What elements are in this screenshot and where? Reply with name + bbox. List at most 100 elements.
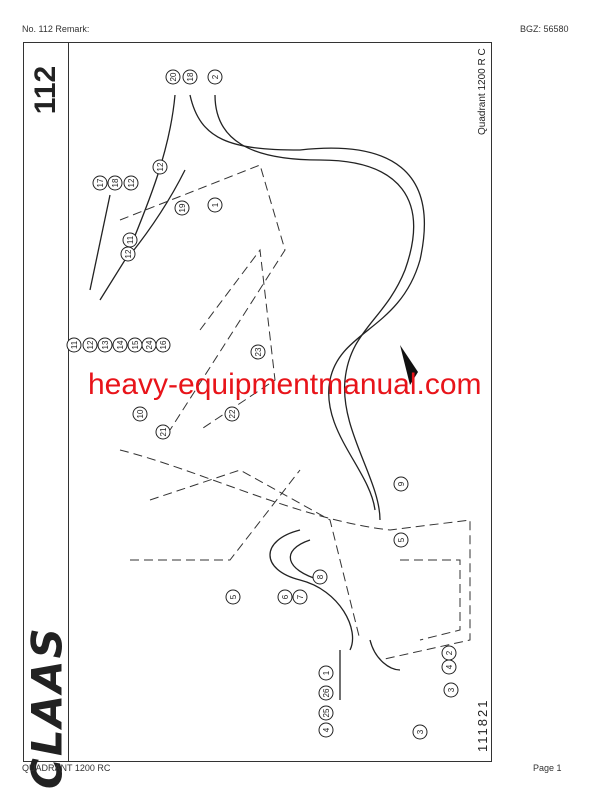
callout-number: 24 <box>145 340 154 349</box>
callout-number: 1 <box>211 202 220 207</box>
callout-2: 2 <box>441 645 457 661</box>
drawing-frame: 112 CLAAS <box>23 42 492 789</box>
callout-circle <box>312 569 328 585</box>
callout-circle <box>318 705 334 721</box>
callout-1: 1 <box>318 665 334 681</box>
header-left: No. 112 Remark: <box>22 24 90 34</box>
callout-circle <box>277 589 293 605</box>
callout-number: 6 <box>281 594 290 599</box>
callout-number: 16 <box>159 340 168 349</box>
callout-number: 15 <box>131 340 140 349</box>
callout-number: 3 <box>416 729 425 734</box>
callout-circle <box>66 337 82 353</box>
callout-circle <box>224 406 240 422</box>
watermark: heavy-equipmentmanual.com <box>88 368 482 401</box>
callout-number: 4 <box>445 664 454 669</box>
callout-21: 21 <box>155 424 171 440</box>
callout-number: 2 <box>445 650 454 655</box>
callout-number: 10 <box>136 409 145 418</box>
callout-number: 4 <box>322 727 331 732</box>
callout-number: 17 <box>96 178 105 187</box>
callout-number: 8 <box>316 574 325 579</box>
callout-number: 13 <box>101 340 110 349</box>
title-column: 112 CLAAS <box>23 43 72 789</box>
callout-circle <box>92 175 108 191</box>
callout-1: 1 <box>207 197 223 213</box>
callout-number: 12 <box>127 178 136 187</box>
callout-circle <box>165 69 181 85</box>
callout-number: 21 <box>159 427 168 436</box>
callout-circle <box>107 175 123 191</box>
callout-12: 12 <box>120 246 136 262</box>
callout-19: 19 <box>174 200 190 216</box>
callout-number: 22 <box>228 409 237 418</box>
callout-23: 23 <box>250 344 266 360</box>
callout-5: 5 <box>225 589 241 605</box>
callout-number: 18 <box>186 72 195 81</box>
callout-circle <box>112 337 128 353</box>
callout-18: 18 <box>182 69 198 85</box>
callout-circle <box>412 724 428 740</box>
callout-circle <box>207 197 223 213</box>
callout-circle <box>174 200 190 216</box>
callout-9: 9 <box>393 476 409 492</box>
callout-number: 25 <box>322 708 331 717</box>
callout-number: 5 <box>397 537 406 542</box>
callout-circle <box>207 69 223 85</box>
callout-20: 20 <box>165 69 181 85</box>
callout-12: 12 <box>152 159 168 175</box>
callout-number: 3 <box>447 687 456 692</box>
callout-number: 12 <box>86 340 95 349</box>
callout-circle <box>155 424 171 440</box>
callout-3: 3 <box>443 682 459 698</box>
header-right: BGZ: 56580 <box>520 24 569 34</box>
callout-11: 11 <box>122 232 138 248</box>
callout-circle <box>155 337 171 353</box>
callout-circle <box>393 532 409 548</box>
callout-number: 2 <box>211 74 220 79</box>
callout-14: 14 <box>112 337 128 353</box>
footer-right: Page 1 <box>533 763 562 773</box>
callout-4: 4 <box>318 722 334 738</box>
callout-circle <box>441 659 457 675</box>
callout-circle <box>443 682 459 698</box>
callout-circle <box>120 246 136 262</box>
callout-6: 6 <box>277 589 293 605</box>
callout-circle <box>182 69 198 85</box>
callout-7: 7 <box>292 589 308 605</box>
callout-number: 23 <box>254 347 263 356</box>
callout-number: 12 <box>124 249 133 258</box>
callout-number: 1 <box>322 670 331 675</box>
callout-circle <box>318 722 334 738</box>
callout-5: 5 <box>393 532 409 548</box>
footer-left: QUADRANT 1200 RC <box>22 763 111 773</box>
callout-number: 12 <box>156 162 165 171</box>
callout-circle <box>132 406 148 422</box>
callout-8: 8 <box>312 569 328 585</box>
drawing-number: 111821 <box>475 698 490 752</box>
callout-circle <box>318 685 334 701</box>
callout-number: 18 <box>111 178 120 187</box>
callout-number: 11 <box>126 235 135 244</box>
callout-18: 18 <box>107 175 123 191</box>
callout-16: 16 <box>155 337 171 353</box>
callout-circle <box>97 337 113 353</box>
callout-13: 13 <box>97 337 113 353</box>
callout-26: 26 <box>318 685 334 701</box>
callout-circle <box>82 337 98 353</box>
callout-number: 11 <box>70 340 79 349</box>
model-label: Quadrant 1200 R C <box>477 48 488 135</box>
callout-15: 15 <box>127 337 143 353</box>
callout-circle <box>123 175 139 191</box>
callout-number: 7 <box>296 594 305 599</box>
callout-12: 12 <box>82 337 98 353</box>
callout-number: 19 <box>178 203 187 212</box>
callout-circle <box>292 589 308 605</box>
callout-17: 17 <box>92 175 108 191</box>
callout-circle <box>318 665 334 681</box>
callout-number: 20 <box>169 72 178 81</box>
callout-number: 14 <box>116 340 125 349</box>
callout-11: 11 <box>66 337 82 353</box>
callout-10: 10 <box>132 406 148 422</box>
